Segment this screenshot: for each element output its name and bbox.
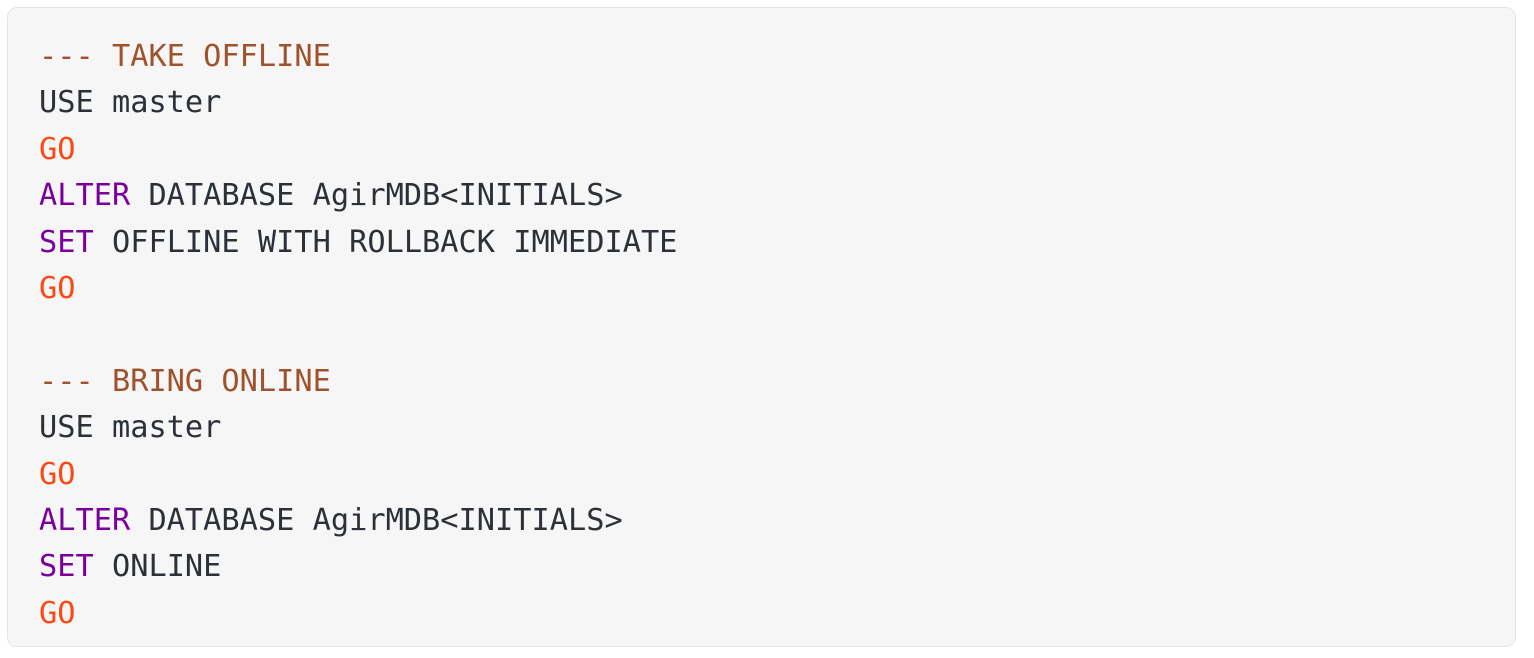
code-token-keyword: ALTER — [39, 502, 131, 538]
code-token-plain: DATABASE AgirMDB<INITIALS> — [130, 178, 623, 214]
code-token-comment: --- BRING ONLINE — [39, 363, 331, 399]
code-token-plain: USE master — [39, 85, 222, 121]
code-token-plain: USE master — [39, 410, 222, 446]
code-line: ALTER DATABASE AgirMDB<INITIALS> — [39, 498, 1515, 544]
code-line: --- TAKE OFFLINE — [39, 34, 1515, 80]
code-line: GO — [39, 591, 1515, 637]
code-line: SET ONLINE — [39, 544, 1515, 590]
code-token-keyword: SET — [39, 224, 94, 260]
code-token-plain: DATABASE AgirMDB<INITIALS> — [130, 502, 623, 538]
code-token-comment: --- TAKE OFFLINE — [39, 39, 331, 74]
code-token-go: GO — [39, 131, 76, 167]
code-line: GO — [39, 452, 1515, 498]
code-line: GO — [39, 127, 1515, 173]
code-token-go: GO — [39, 270, 76, 306]
code-line: USE master — [39, 80, 1515, 126]
code-token-go: GO — [39, 456, 76, 492]
code-token-plain: OFFLINE WITH ROLLBACK IMMEDIATE — [93, 224, 678, 260]
code-line: SET OFFLINE WITH ROLLBACK IMMEDIATE — [39, 220, 1515, 266]
code-line: GO — [39, 266, 1515, 312]
code-token-go: GO — [39, 595, 76, 631]
code-token-plain: ONLINE — [93, 549, 222, 585]
code-token-keyword: SET — [39, 549, 94, 585]
code-token-keyword: ALTER — [39, 178, 131, 214]
code-line — [39, 312, 1515, 358]
code-line: --- BRING ONLINE — [39, 359, 1515, 405]
code-line: USE master — [39, 405, 1515, 451]
code-line: ALTER DATABASE AgirMDB<INITIALS> — [39, 173, 1515, 219]
